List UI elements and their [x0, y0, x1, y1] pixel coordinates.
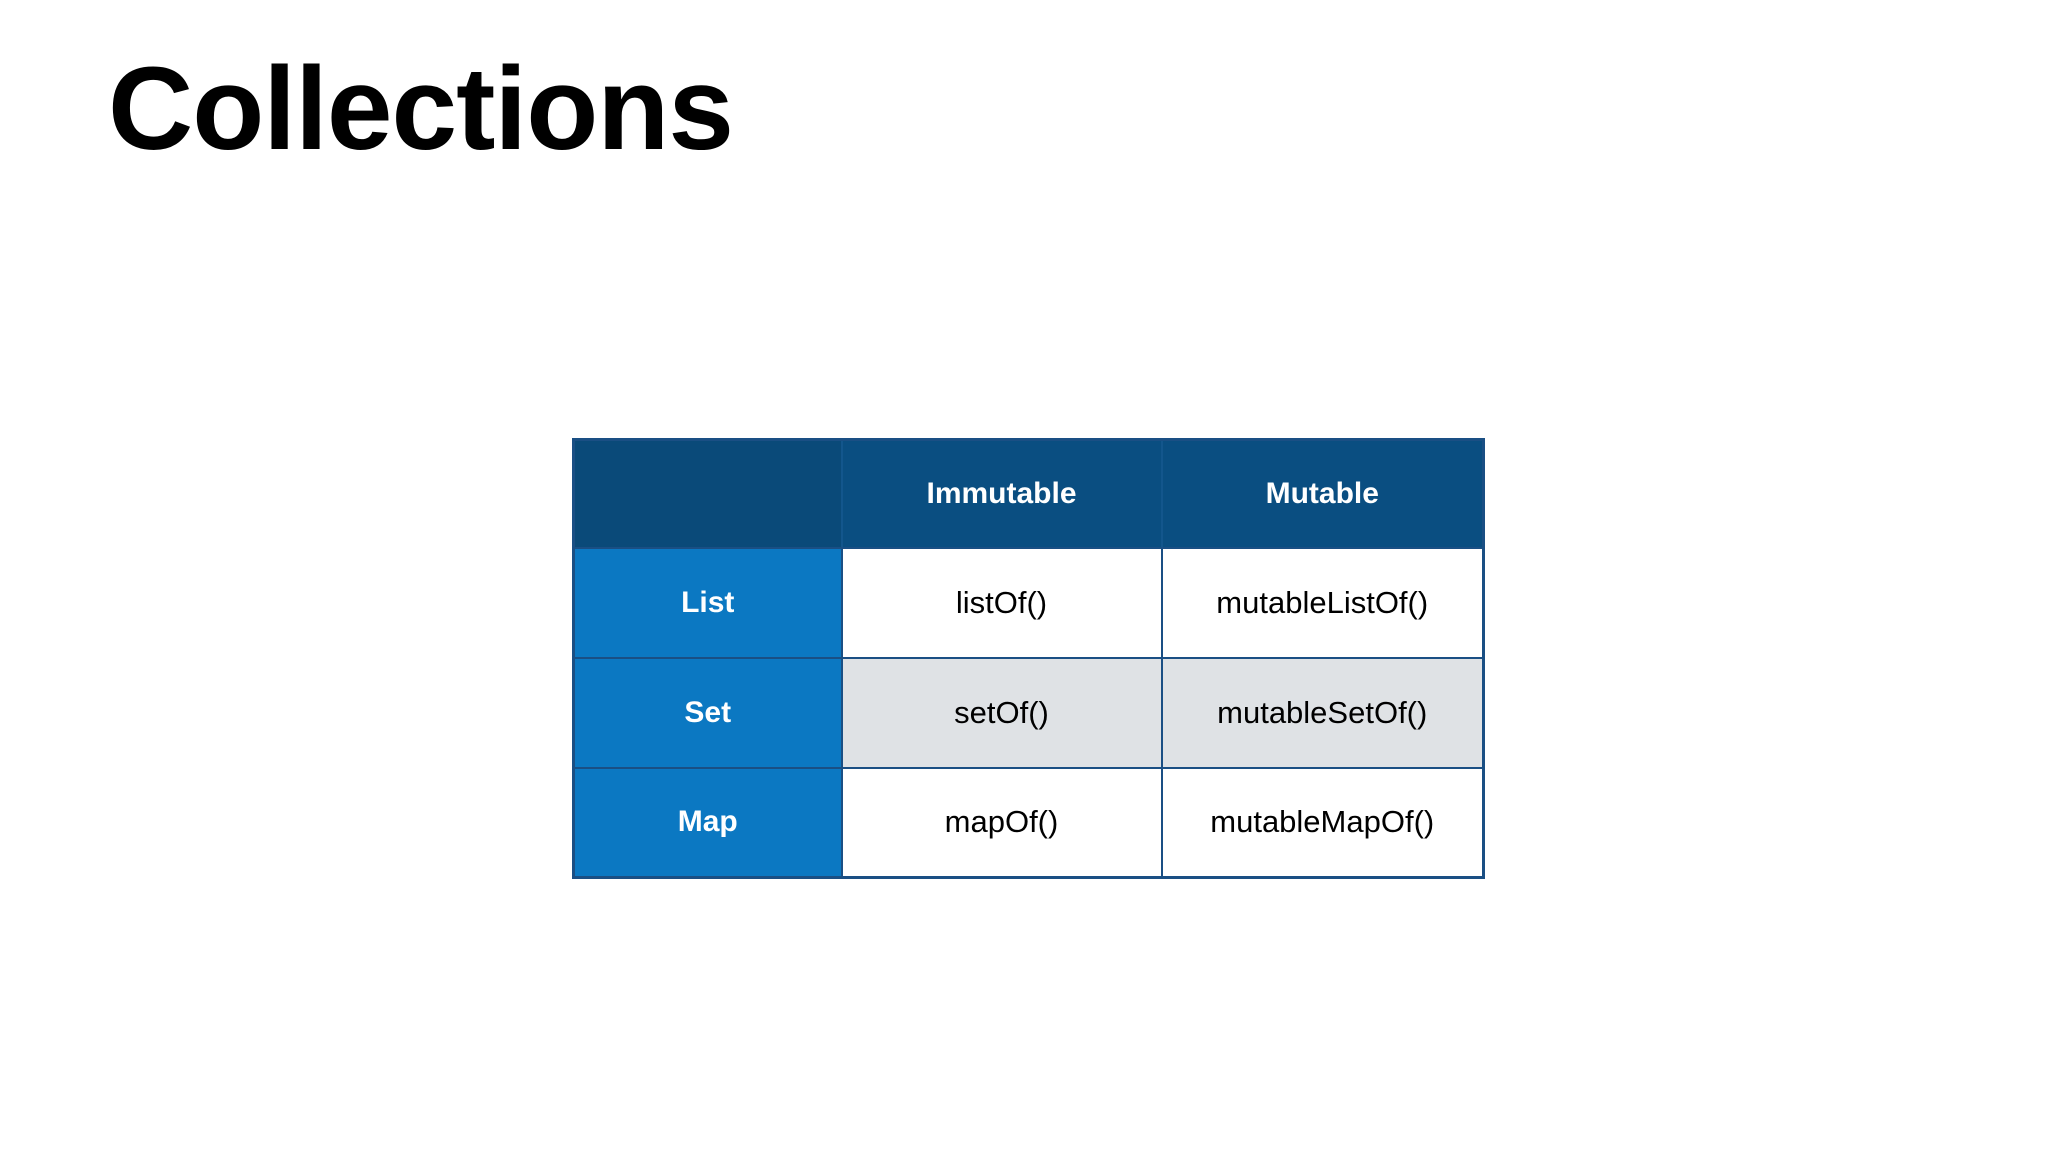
cell-list-immutable: listOf()	[841, 547, 1163, 659]
cell-map-mutable: mutableMapOf()	[1161, 767, 1484, 878]
cell-map-immutable: mapOf()	[841, 767, 1163, 878]
page-title: Collections	[108, 43, 734, 175]
collections-table-container: Immutable Mutable List listOf() mutableL…	[572, 438, 1485, 879]
table-row: Map mapOf() mutableMapOf()	[573, 767, 1484, 878]
row-label-list: List	[573, 547, 843, 659]
table-header-corner	[573, 439, 843, 549]
table-header-row: Immutable Mutable	[573, 439, 1484, 549]
cell-set-mutable: mutableSetOf()	[1161, 657, 1484, 769]
row-label-set: Set	[573, 657, 843, 769]
table-row: List listOf() mutableListOf()	[573, 547, 1484, 659]
table-body: List listOf() mutableListOf() Set setOf(…	[573, 547, 1484, 878]
table-header: Immutable Mutable	[573, 439, 1484, 549]
collections-table: Immutable Mutable List listOf() mutableL…	[572, 438, 1485, 879]
row-label-map: Map	[573, 767, 843, 878]
cell-set-immutable: setOf()	[841, 657, 1163, 769]
table-header-immutable: Immutable	[841, 439, 1163, 549]
cell-list-mutable: mutableListOf()	[1161, 547, 1484, 659]
table-row: Set setOf() mutableSetOf()	[573, 657, 1484, 769]
table-header-mutable: Mutable	[1161, 439, 1484, 549]
